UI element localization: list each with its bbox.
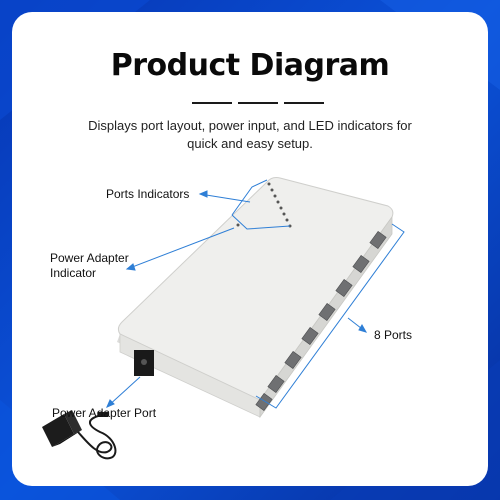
title-divider-dash [238, 102, 278, 104]
ports-indicators-label: Ports Indicators [106, 187, 190, 201]
power-adapter-icon [42, 410, 117, 460]
ethernet-ports [255, 230, 387, 412]
network-switch-device: ​ [117, 177, 394, 419]
page-title: Product Diagram [110, 48, 390, 83]
page-subtitle: Displays port layout, power input, and L… [88, 118, 412, 151]
power-adapter-indicator-label-line2: Indicator [50, 266, 97, 280]
eight-ports-label: 8 Ports [374, 328, 413, 342]
title-divider-dash [284, 102, 324, 104]
led-indicators [236, 182, 292, 228]
product-illustration: ​ [42, 177, 405, 460]
power-adapter-indicator-label-line1: Power Adapter [50, 251, 129, 265]
title-divider-dash [192, 102, 232, 104]
callout-lines [106, 179, 405, 409]
content-card: Product Diagram Displays port layout, po… [12, 12, 488, 486]
power-adapter-port-label: Power Adapter Port [52, 406, 157, 420]
